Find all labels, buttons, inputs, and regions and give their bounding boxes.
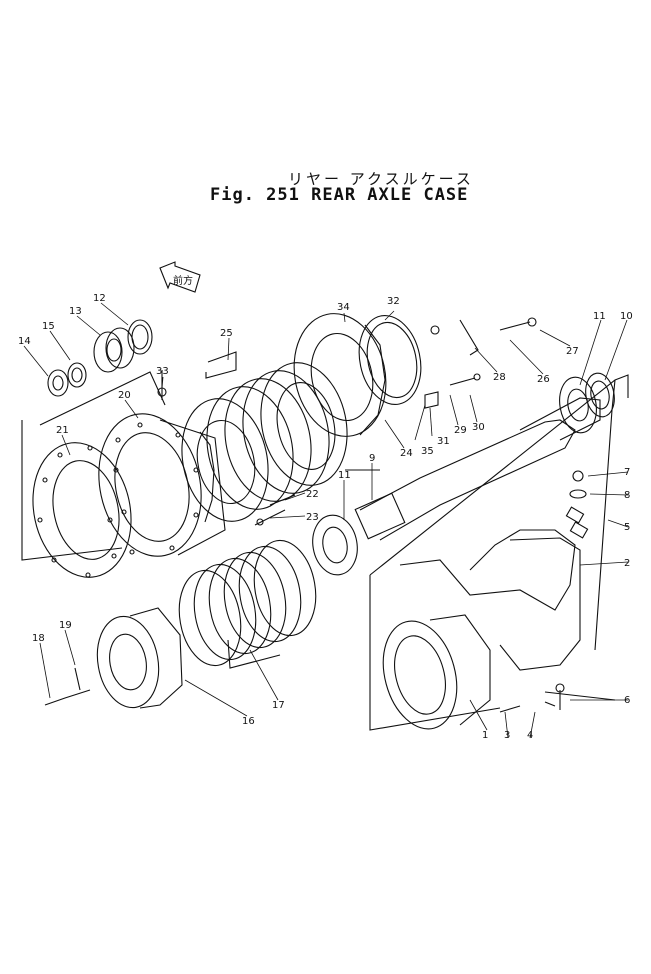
label-13: 13 <box>69 306 82 317</box>
label-25: 25 <box>220 328 233 339</box>
title-japanese: リヤー アクスルケース <box>288 170 474 188</box>
hardware-bolts <box>44 317 589 713</box>
label-21: 21 <box>56 425 69 436</box>
label-20: 20 <box>118 390 131 401</box>
leader-lines <box>23 302 629 739</box>
label-1: 1 <box>482 730 488 741</box>
label-9: 9 <box>369 453 375 464</box>
label-34: 34 <box>337 302 350 313</box>
label-27: 27 <box>566 346 579 357</box>
label-6: 6 <box>624 695 630 706</box>
label-15: 15 <box>42 321 55 332</box>
label-23: 23 <box>306 512 319 523</box>
part-15-lockwasher <box>67 362 87 388</box>
part-25-friction-discs <box>181 362 348 522</box>
label-18: 18 <box>32 633 45 644</box>
label-2: 2 <box>624 558 630 569</box>
label-7: 7 <box>624 467 630 478</box>
part-11-bearing-lower <box>312 514 358 576</box>
part-16-piston <box>96 607 183 709</box>
part-20-housing <box>98 413 226 557</box>
label-11a: 11 <box>593 311 606 322</box>
part-34-carrier <box>293 313 387 437</box>
label-28: 28 <box>493 372 506 383</box>
label-32: 32 <box>387 296 400 307</box>
label-29: 29 <box>454 425 467 436</box>
label-3: 3 <box>504 730 510 741</box>
part-21-gasket <box>32 442 132 578</box>
label-5: 5 <box>624 522 630 533</box>
label-19: 19 <box>59 620 72 631</box>
label-26: 26 <box>537 374 550 385</box>
part-1-axle-case <box>382 529 581 730</box>
label-14: 14 <box>18 336 31 347</box>
label-10: 10 <box>620 311 633 322</box>
label-24: 24 <box>400 448 413 459</box>
label-35: 35 <box>421 446 434 457</box>
label-16: 16 <box>242 716 255 727</box>
part-13-bearing <box>93 327 135 373</box>
label-22: 22 <box>306 489 319 500</box>
label-4: 4 <box>527 730 533 741</box>
label-33: 33 <box>156 366 169 377</box>
label-17: 17 <box>272 700 285 711</box>
label-30: 30 <box>472 422 485 433</box>
label-8: 8 <box>624 490 630 501</box>
part-32-ring <box>358 314 422 406</box>
label-31: 31 <box>437 436 450 447</box>
figure-title: Fig. 251 REAR AXLE CASE <box>210 185 469 205</box>
direction-arrow-icon: 前方 <box>159 261 201 293</box>
part-labels: 1 2 3 4 5 6 7 8 9 10 11 11 12 13 14 15 1… <box>18 293 633 741</box>
label-12: 12 <box>93 293 106 304</box>
label-11b: 11 <box>338 470 351 481</box>
part-14-nut <box>47 369 69 397</box>
direction-arrow-label: 前方 <box>173 274 193 287</box>
part-17-springs <box>178 539 317 667</box>
group-brackets <box>21 351 629 731</box>
